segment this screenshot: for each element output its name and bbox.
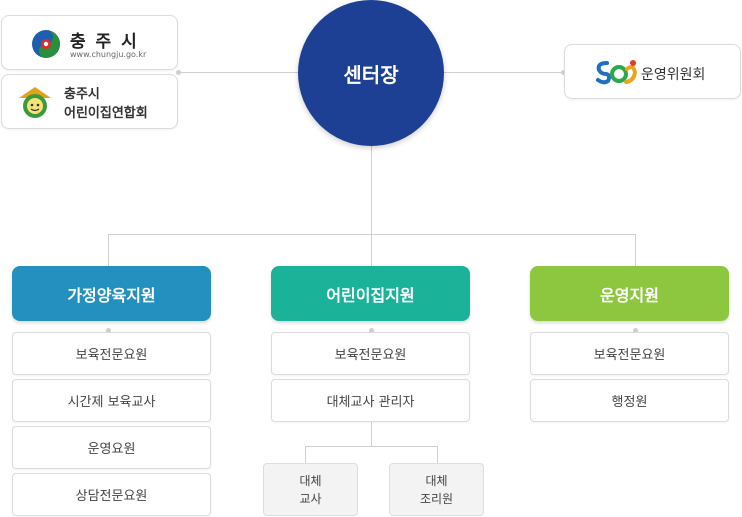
role-item: 행정원 [530, 379, 729, 422]
substitute-teacher-line2: 교사 [299, 491, 322, 506]
connector-sub-v [371, 422, 372, 446]
substitute-cook-line2: 조리원 [419, 491, 454, 506]
dept-home-childcare: 가정양육지원 [12, 266, 211, 321]
connector-sub1-v [305, 446, 306, 463]
connector-dot [176, 70, 181, 75]
association-name-line2: 어린이집연합회 [64, 106, 148, 121]
substitute-cook-box: 대체 조리원 [389, 463, 484, 516]
connector-dot [106, 328, 111, 333]
association-card: 충주시 어린이집연합회 [1, 74, 178, 129]
connector-sub2-v [437, 446, 438, 463]
connector-dot [369, 328, 374, 333]
association-logo-icon [19, 87, 51, 118]
role-item: 보육전문요원 [271, 332, 470, 375]
committee-logo-icon [596, 60, 637, 85]
connector-dot [561, 70, 566, 75]
steering-committee-card: 운영위원회 [564, 44, 741, 99]
role-item: 상담전문요원 [12, 473, 211, 516]
committee-name: 운영위원회 [641, 67, 706, 83]
substitute-teacher-box: 대체 교사 [263, 463, 358, 516]
connector-dept3-v [635, 234, 636, 266]
connector-dept1-v [108, 234, 109, 266]
dept-operations: 운영지원 [530, 266, 729, 321]
connector-left-h [178, 72, 300, 73]
connector-sub-h [305, 446, 438, 447]
chungju-logo-icon [32, 30, 60, 58]
role-item: 보육전문요원 [530, 332, 729, 375]
chungju-city-url: www.chungju.go.kr [70, 50, 147, 59]
role-item: 시간제 보육교사 [12, 379, 211, 422]
association-name-line1: 충주시 [64, 87, 100, 102]
role-item: 운영요원 [12, 426, 211, 469]
substitute-teacher-line1: 대체 [299, 473, 322, 488]
connector-center-v [371, 146, 372, 234]
role-item: 보육전문요원 [12, 332, 211, 375]
connector-dept2-v [371, 234, 372, 266]
substitute-cook-line1: 대체 [425, 473, 448, 488]
dept-daycare-support: 어린이집지원 [271, 266, 470, 321]
role-item: 대체교사 관리자 [271, 379, 470, 422]
chungju-city-card: 충 주 시 www.chungju.go.kr [1, 15, 178, 70]
connector-right-h [443, 72, 564, 73]
chungju-city-name: 충 주 시 [70, 32, 139, 52]
connector-dot [633, 328, 638, 333]
connector-dept-h [108, 234, 636, 235]
center-director-node: 센터장 [298, 0, 444, 146]
